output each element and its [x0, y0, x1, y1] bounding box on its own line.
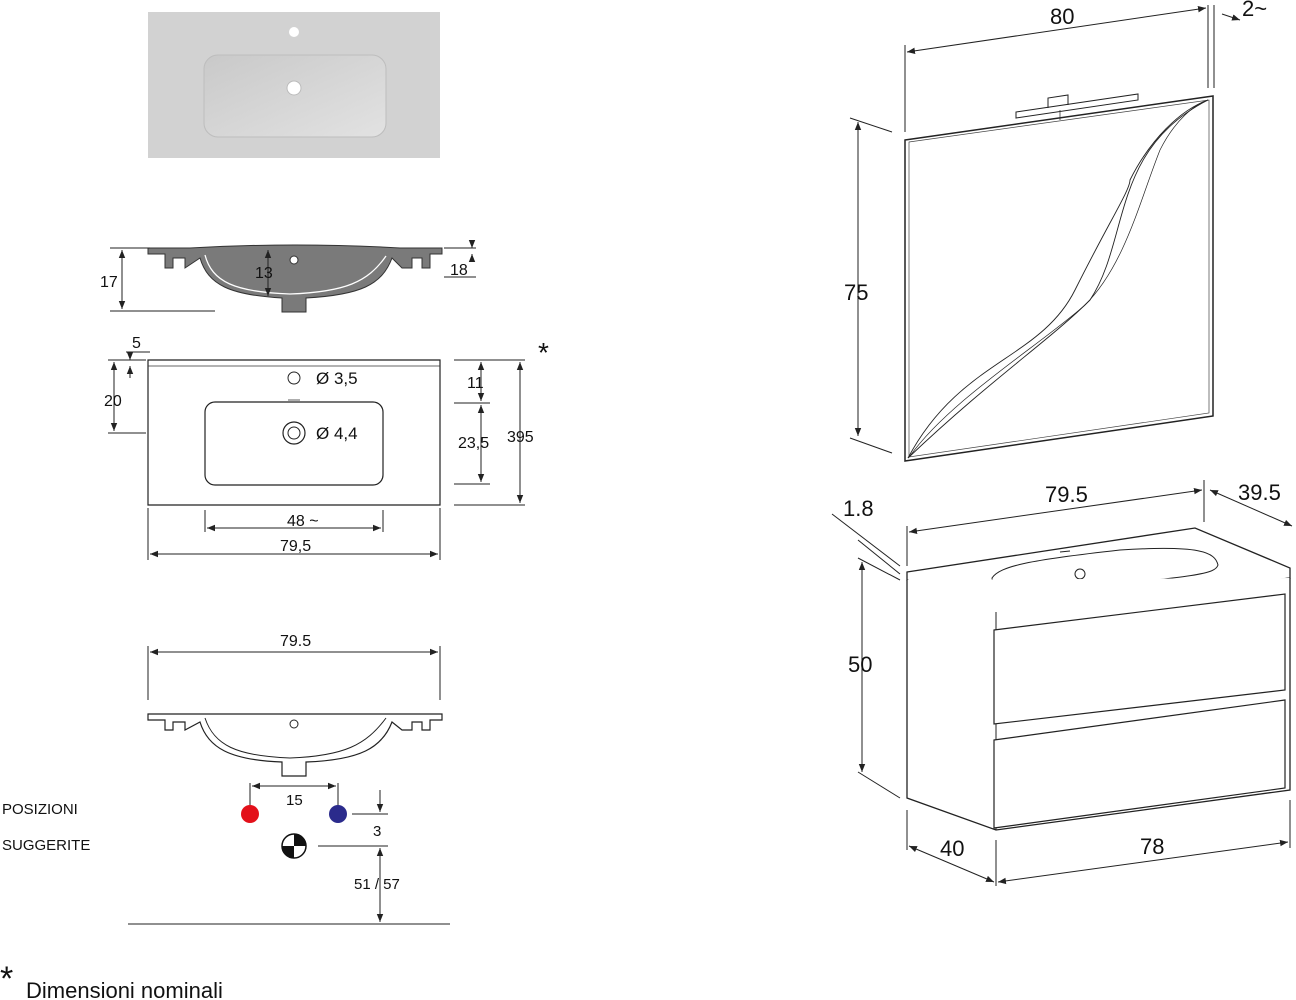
dim-mirror-width: 80 [1050, 4, 1074, 29]
dim-tap-hole: Ø 3,5 [316, 369, 358, 388]
mirror-drawing [849, 5, 1241, 462]
dim-51-57: 51 / 57 [354, 876, 400, 893]
sink-render [148, 12, 440, 158]
dim-cabinet-width: 78 [1140, 834, 1164, 859]
dim-79-5-plan: 79,5 [280, 538, 311, 555]
dim-13: 13 [255, 265, 273, 282]
sink-section-top [110, 240, 476, 313]
cabinet-drawing [831, 480, 1293, 886]
drain-hole-icon [286, 80, 302, 96]
dim-cabinet-top-width: 79.5 [1045, 482, 1088, 507]
tap-hole-plan-icon [287, 371, 301, 385]
hot-water-icon [241, 805, 259, 823]
dim-79-5-front: 79.5 [280, 633, 311, 650]
dim-cabinet-depth: 40 [940, 836, 964, 861]
dim-drain-hole: Ø 4,4 [316, 424, 358, 443]
nominal-star: * [538, 337, 549, 368]
dim-5: 5 [132, 335, 141, 352]
dim-mirror-depth: 2~ [1242, 0, 1267, 21]
dim-395: 395 [507, 429, 534, 446]
dim-18: 18 [450, 262, 468, 279]
tap-hole-icon [289, 27, 299, 37]
dim-48: 48 ~ [287, 513, 319, 530]
dim-mirror-height: 75 [844, 280, 868, 305]
sink-section-front [128, 646, 450, 925]
footnote-text: Dimensioni nominali [26, 978, 223, 1000]
dim-11: 11 [467, 375, 484, 392]
footnote-star: * [0, 960, 13, 998]
sink-plan [108, 351, 525, 560]
dim-17: 17 [100, 274, 118, 291]
dim-3: 3 [373, 823, 381, 840]
legend-line-1: POSIZIONI [2, 801, 78, 818]
cabinet-drain-icon [1074, 568, 1086, 580]
dim-15: 15 [286, 792, 303, 809]
dim-20: 20 [104, 393, 122, 410]
dim-cabinet-top-depth: 39.5 [1238, 480, 1281, 505]
drain-position-icon [281, 833, 307, 859]
dim-cabinet-height: 50 [848, 652, 872, 677]
legend-line-2: SUGGERITE [2, 837, 90, 854]
cold-water-icon [329, 805, 347, 823]
dim-23-5: 23,5 [458, 435, 489, 452]
dim-cabinet-top-thickness: 1.8 [843, 496, 874, 521]
